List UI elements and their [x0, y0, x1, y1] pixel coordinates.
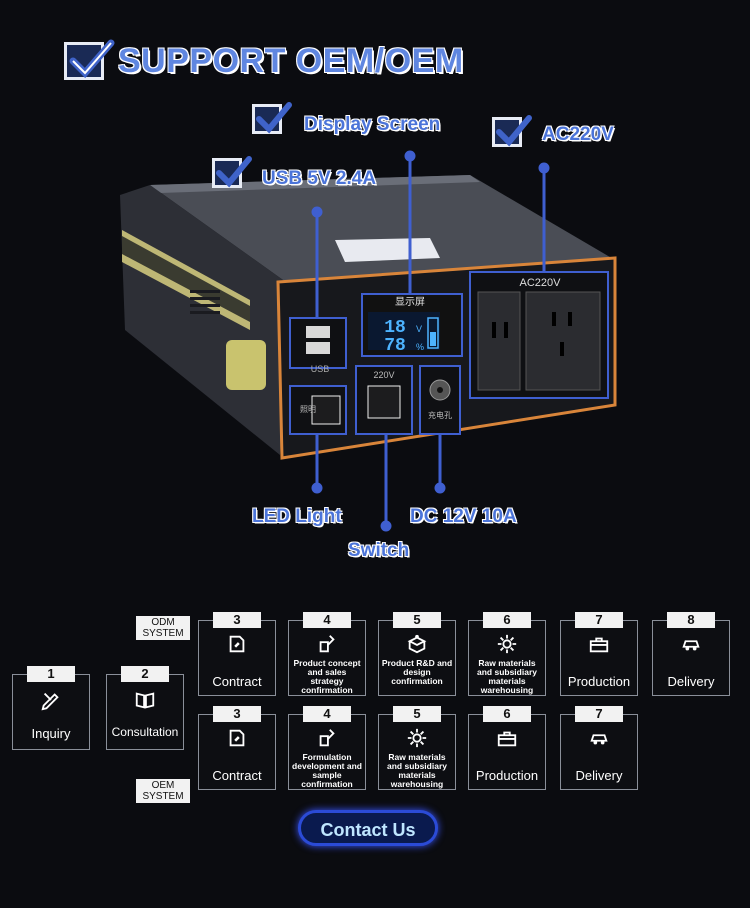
- svg-text:%: %: [416, 342, 424, 352]
- contract-icon: [229, 635, 245, 653]
- svg-text:18: 18: [384, 318, 406, 338]
- svg-text:充电孔: 充电孔: [428, 410, 452, 420]
- usb-label: USB 5V 2.4A: [262, 168, 377, 189]
- contract-icon: [229, 729, 245, 747]
- svg-text:显示屏: 显示屏: [395, 296, 425, 308]
- handle-bracket: [226, 340, 266, 390]
- oem-system-label: OEM SYSTEM: [136, 779, 190, 803]
- contact-us-button[interactable]: Contact Us: [298, 810, 438, 846]
- top-display-window: [335, 238, 440, 262]
- power-station-illustration: 显示屏 18 V 78 % USB 照明 220V 充电孔 AC220V: [120, 150, 617, 532]
- svg-text:78: 78: [384, 336, 406, 356]
- switch-label: Switch: [348, 540, 410, 561]
- step-consultation: 2 Consultation: [106, 666, 184, 750]
- toolbox-icon: [589, 637, 609, 653]
- car-icon: [590, 734, 608, 745]
- led-light-label: LED Light: [252, 506, 342, 527]
- book-icon: [135, 692, 155, 709]
- box-gear-icon: [407, 634, 427, 654]
- ac-check-icon: [492, 115, 532, 147]
- toolbox-icon: [497, 731, 517, 747]
- odm-system-label: ODM SYSTEM: [136, 616, 190, 640]
- svg-text:220V: 220V: [373, 370, 394, 380]
- tools-icon: [319, 635, 335, 653]
- svg-text:V: V: [416, 324, 422, 334]
- car-icon: [682, 640, 700, 651]
- ac220v-label: AC220V: [542, 124, 614, 145]
- pencil-icon: [41, 692, 59, 711]
- display-screen-label: Display Screen: [304, 114, 441, 135]
- display-check-icon: [252, 102, 292, 134]
- gear-icon: [407, 728, 427, 748]
- dc-label: DC 12V 10A: [410, 506, 517, 527]
- usb-check-icon: [212, 156, 252, 188]
- page-title: SUPPORT OEM/OEM: [118, 42, 464, 80]
- tools-icon: [319, 729, 335, 747]
- svg-text:AC220V: AC220V: [520, 277, 562, 289]
- gear-icon: [497, 634, 517, 654]
- header-check-icon: [64, 39, 115, 80]
- svg-text:USB: USB: [311, 364, 330, 374]
- svg-text:照明: 照明: [300, 405, 316, 414]
- step-inquiry: 1 Inquiry: [12, 666, 90, 750]
